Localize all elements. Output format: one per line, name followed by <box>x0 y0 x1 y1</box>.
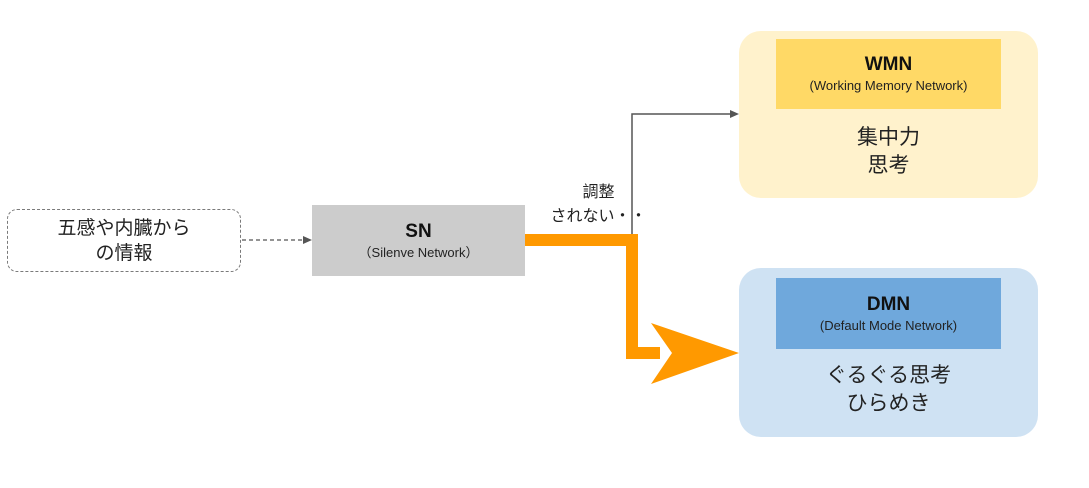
dmn-description: ぐるぐる思考 ひらめき <box>739 358 1038 420</box>
wmn-title: WMN <box>864 54 913 75</box>
input-to-sn-arrow <box>242 236 312 244</box>
wmn-subtitle: (Working Memory Network) <box>809 78 968 93</box>
sn-to-dmn-thick-arrow <box>525 234 739 384</box>
input-line-2: の情報 <box>95 241 153 264</box>
wmn-header: WMN (Working Memory Network) <box>776 39 1001 109</box>
sn-to-wmn-arrow <box>631 110 739 240</box>
input-line-1: 五感や内臓から <box>57 216 191 239</box>
sn-title: SN <box>405 220 432 242</box>
dmn-title: DMN <box>866 293 911 315</box>
dmn-line-1: ぐるぐる思考 <box>825 363 952 387</box>
dmn-header: DMN (Default Mode Network) <box>776 278 1001 349</box>
sensory-input-box: 五感や内臓から の情報 <box>7 209 241 272</box>
wmn-line-2: 思考 <box>867 153 910 177</box>
dmn-line-2: ひらめき <box>846 391 931 415</box>
sn-node: SN （Silenve Network） <box>312 205 525 276</box>
note-line-1: 調整 <box>582 182 615 201</box>
dmn-subtitle: (Default Mode Network) <box>819 317 958 333</box>
sn-subtitle: （Silenve Network） <box>358 244 479 260</box>
note-line-2: されない・・ <box>550 206 647 225</box>
not-regulated-note: 調整 されない・・ <box>526 180 671 228</box>
wmn-description: 集中力 思考 <box>739 120 1038 182</box>
wmn-line-1: 集中力 <box>857 125 920 149</box>
